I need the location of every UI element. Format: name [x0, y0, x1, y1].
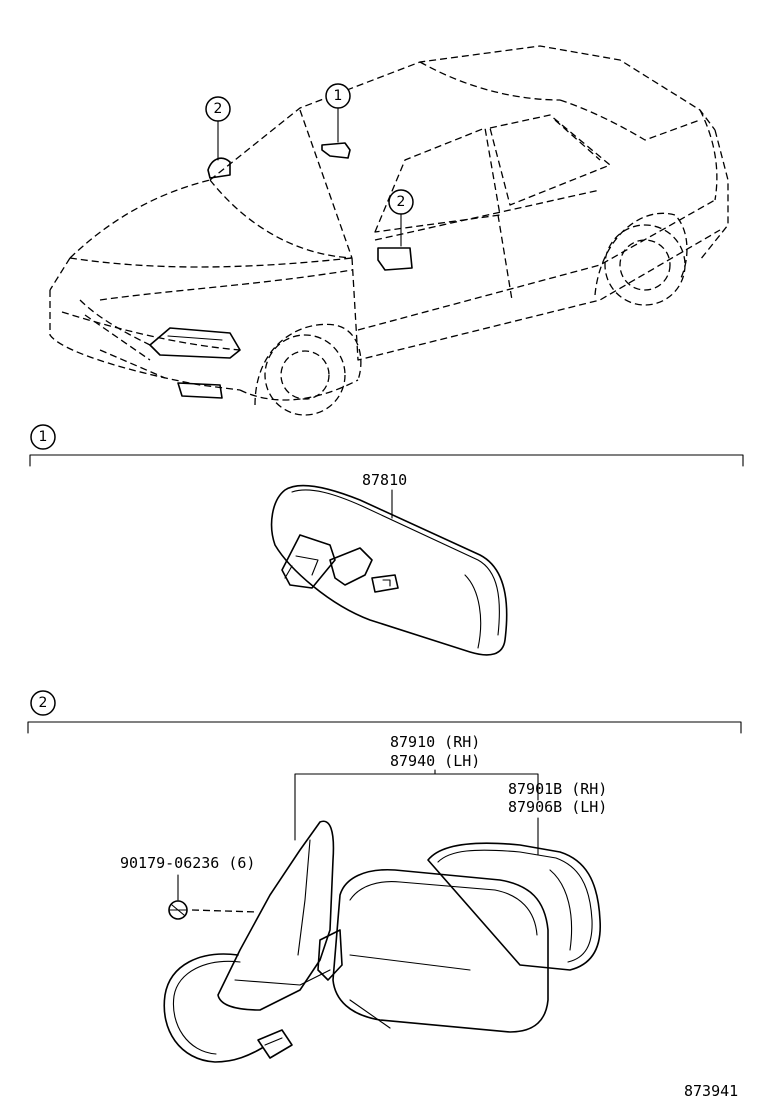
callout-circle [205, 96, 231, 122]
part-number-87901b: 87901B (RH) [508, 780, 607, 798]
part-number-87910: 87910 (RH) [390, 733, 480, 751]
part-number-87906b: 87906B (LH) [508, 798, 607, 816]
car-callout-2-right: 2 [388, 189, 414, 247]
car-callout-2-left: 2 [205, 96, 231, 161]
section-callout-circle [30, 690, 56, 716]
inner-mirror-part-number: 87810 [362, 471, 407, 519]
section-bracket [27, 721, 742, 734]
part-number-87940: 87940 (LH) [390, 752, 480, 770]
part-number-87810: 87810 [362, 471, 407, 489]
car-callout-1: 1 [325, 83, 351, 143]
inner-mirror [270, 484, 508, 656]
callout-circle [388, 189, 414, 215]
section-2-header: 2 [27, 690, 742, 734]
part-number-90179: 90179-06236 (6) [120, 854, 255, 872]
car-outline [49, 45, 729, 416]
outer-mirror-labels: 87910 (RH) 87940 (LH) 87901B (RH) 87906B… [120, 733, 607, 913]
callout-label: 1 [334, 88, 343, 104]
diagram-id: 873941 [684, 1082, 738, 1100]
screw [168, 900, 188, 920]
callout-circle [325, 83, 351, 109]
section-callout-circle [30, 424, 56, 450]
outer-mirror [163, 820, 601, 1063]
section-bracket [29, 454, 744, 467]
callout-label: 2 [214, 101, 223, 117]
section-1-header: 1 [29, 424, 744, 467]
section-callout-label: 2 [39, 695, 48, 711]
callout-label: 2 [397, 194, 406, 210]
section-callout-label: 1 [39, 429, 48, 445]
